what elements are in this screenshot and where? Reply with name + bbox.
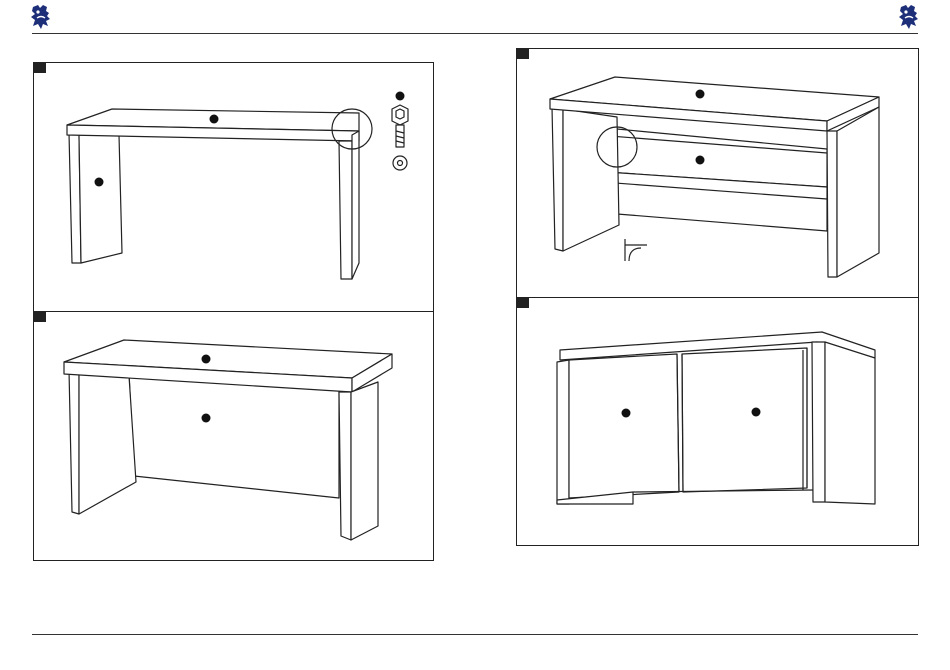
part-marker-dot [210, 115, 219, 124]
step-1-panel [33, 62, 434, 312]
part-marker-dot [396, 92, 405, 101]
part-marker-dot [202, 355, 211, 364]
sliding-doors-icon [517, 298, 920, 547]
part-marker-dot [95, 178, 104, 187]
brand-lion-logo-icon [30, 4, 52, 30]
desk-back-panel-icon [34, 312, 435, 562]
part-marker-dot [696, 90, 705, 99]
header-divider [32, 33, 918, 34]
desk-frame-icon [34, 63, 435, 313]
part-marker-dot [622, 409, 631, 418]
part-marker-dot [752, 408, 761, 417]
step-3-panel [516, 48, 919, 298]
step-4-panel [516, 297, 919, 546]
shelf-bracket-icon [625, 239, 647, 261]
brand-lion-logo-icon [898, 4, 920, 30]
footer-divider [32, 634, 918, 635]
part-marker-dot [202, 414, 211, 423]
desk-shelf-icon [517, 49, 920, 299]
bolt-icon [392, 105, 408, 147]
part-marker-dot [696, 156, 705, 165]
step-2-panel [33, 311, 434, 561]
washer-icon [393, 156, 407, 170]
